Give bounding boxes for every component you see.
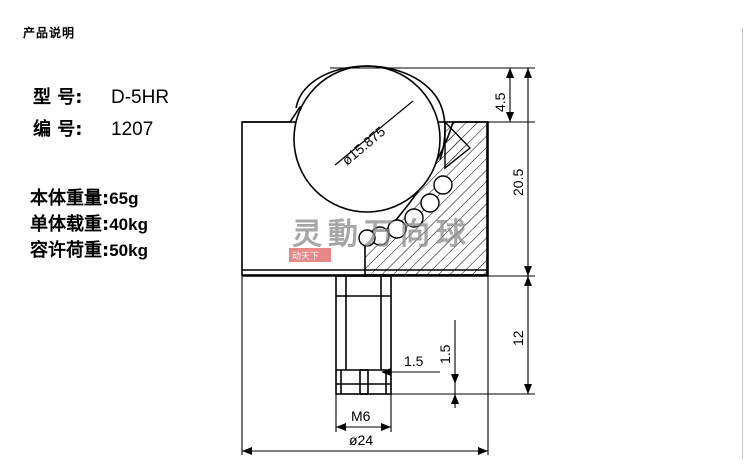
spec-code-value: 1207 — [111, 119, 154, 140]
watermark-text: 灵動万向球 — [292, 217, 472, 252]
spec-code: 编 号: 1207 — [33, 120, 153, 139]
spec-unit-load-value: 40kg — [109, 215, 148, 234]
dim-body-height: 20.5 — [510, 169, 526, 196]
dim-slot-width: 1.5 — [404, 353, 424, 369]
spec-model-label: 型 号: — [33, 87, 83, 108]
spec-self-weight: 本体重量:65g — [30, 190, 139, 208]
spec-unit-load: 单体载重:40kg — [30, 216, 148, 234]
threaded-stud — [335, 275, 392, 395]
dimension-lines — [241, 67, 535, 455]
support-balls — [358, 175, 453, 247]
spec-model-value: D-5HR — [111, 87, 170, 108]
dim-stud-height: 12 — [510, 330, 526, 346]
steel-ball — [293, 65, 446, 213]
dim-slot-depth: 1.5 — [437, 344, 453, 364]
spec-allowable-load: 容许荷重:50kg — [30, 242, 148, 260]
watermark-stamp — [289, 248, 331, 262]
spec-self-weight-label: 本体重量: — [30, 188, 110, 209]
dimension-arrows — [242, 68, 532, 455]
spec-unit-load-label: 单体载重: — [30, 214, 110, 235]
hatched-triangle — [444, 120, 472, 170]
page-title: 产品说明 — [23, 26, 76, 40]
spec-allowable-load-label: 容许荷重: — [30, 240, 110, 261]
spec-code-label: 编 号: — [33, 119, 83, 140]
spec-model: 型 号: D-5HR — [33, 88, 169, 107]
divider — [742, 28, 743, 458]
watermark-stamp-text: 动天下 — [292, 251, 319, 262]
dim-thread: M6 — [351, 408, 371, 424]
dim-top-protrusion: 4.5 — [492, 92, 508, 112]
dim-body-diameter: ø24 — [349, 432, 373, 448]
watermark-logo: 灵動万向球 动天下 — [289, 217, 472, 262]
spec-allowable-load-value: 50kg — [109, 241, 148, 260]
spec-self-weight-value: 65g — [109, 189, 139, 208]
